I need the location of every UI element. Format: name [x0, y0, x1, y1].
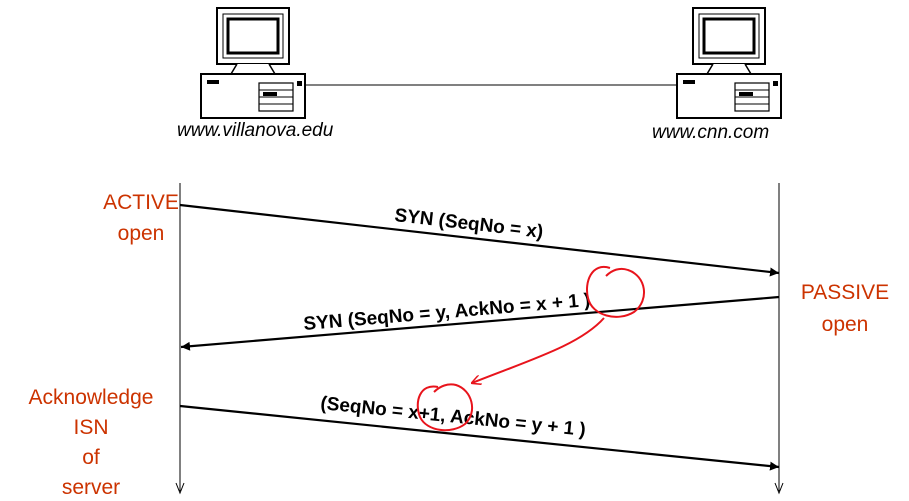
syn-ack-arrow	[180, 295, 780, 351]
active-open-line-2: open	[118, 222, 165, 245]
active-open-label: ACTIVE open	[103, 191, 179, 245]
acknowledge-line-2: ISN	[73, 416, 108, 439]
desktop-computer-icon	[199, 6, 307, 120]
syn-ack-label: SYN (SeqNo = y, AckNo = x + 1 )	[303, 290, 591, 335]
client-timeline-arrowhead	[175, 482, 185, 495]
server-timeline-arrowhead	[774, 482, 784, 495]
acknowledge-line-3: of	[82, 446, 100, 469]
desktop-computer-icon	[675, 6, 783, 120]
annotation-circle-seq-value	[416, 383, 474, 432]
server-host-name: www.cnn.com	[652, 122, 769, 143]
passive-open-label: PASSIVE open	[801, 281, 889, 336]
server-host	[675, 6, 783, 120]
active-open-line-1: ACTIVE	[103, 191, 179, 214]
syn-arrow	[179, 203, 780, 277]
passive-open-line-2: open	[822, 313, 869, 336]
acknowledge-line-1: Acknowledge	[29, 386, 154, 409]
client-host-name: www.villanova.edu	[177, 120, 334, 141]
client-host	[199, 6, 307, 120]
ack-arrow	[179, 404, 780, 471]
annotation-circle-ack-value	[586, 265, 645, 318]
acknowledge-line-4: server	[62, 476, 120, 499]
annotation-arrow	[472, 317, 605, 383]
ack-annotation	[416, 265, 645, 432]
acknowledge-isn-label: Acknowledge ISN of server	[29, 386, 154, 499]
passive-open-line-1: PASSIVE	[801, 281, 889, 304]
